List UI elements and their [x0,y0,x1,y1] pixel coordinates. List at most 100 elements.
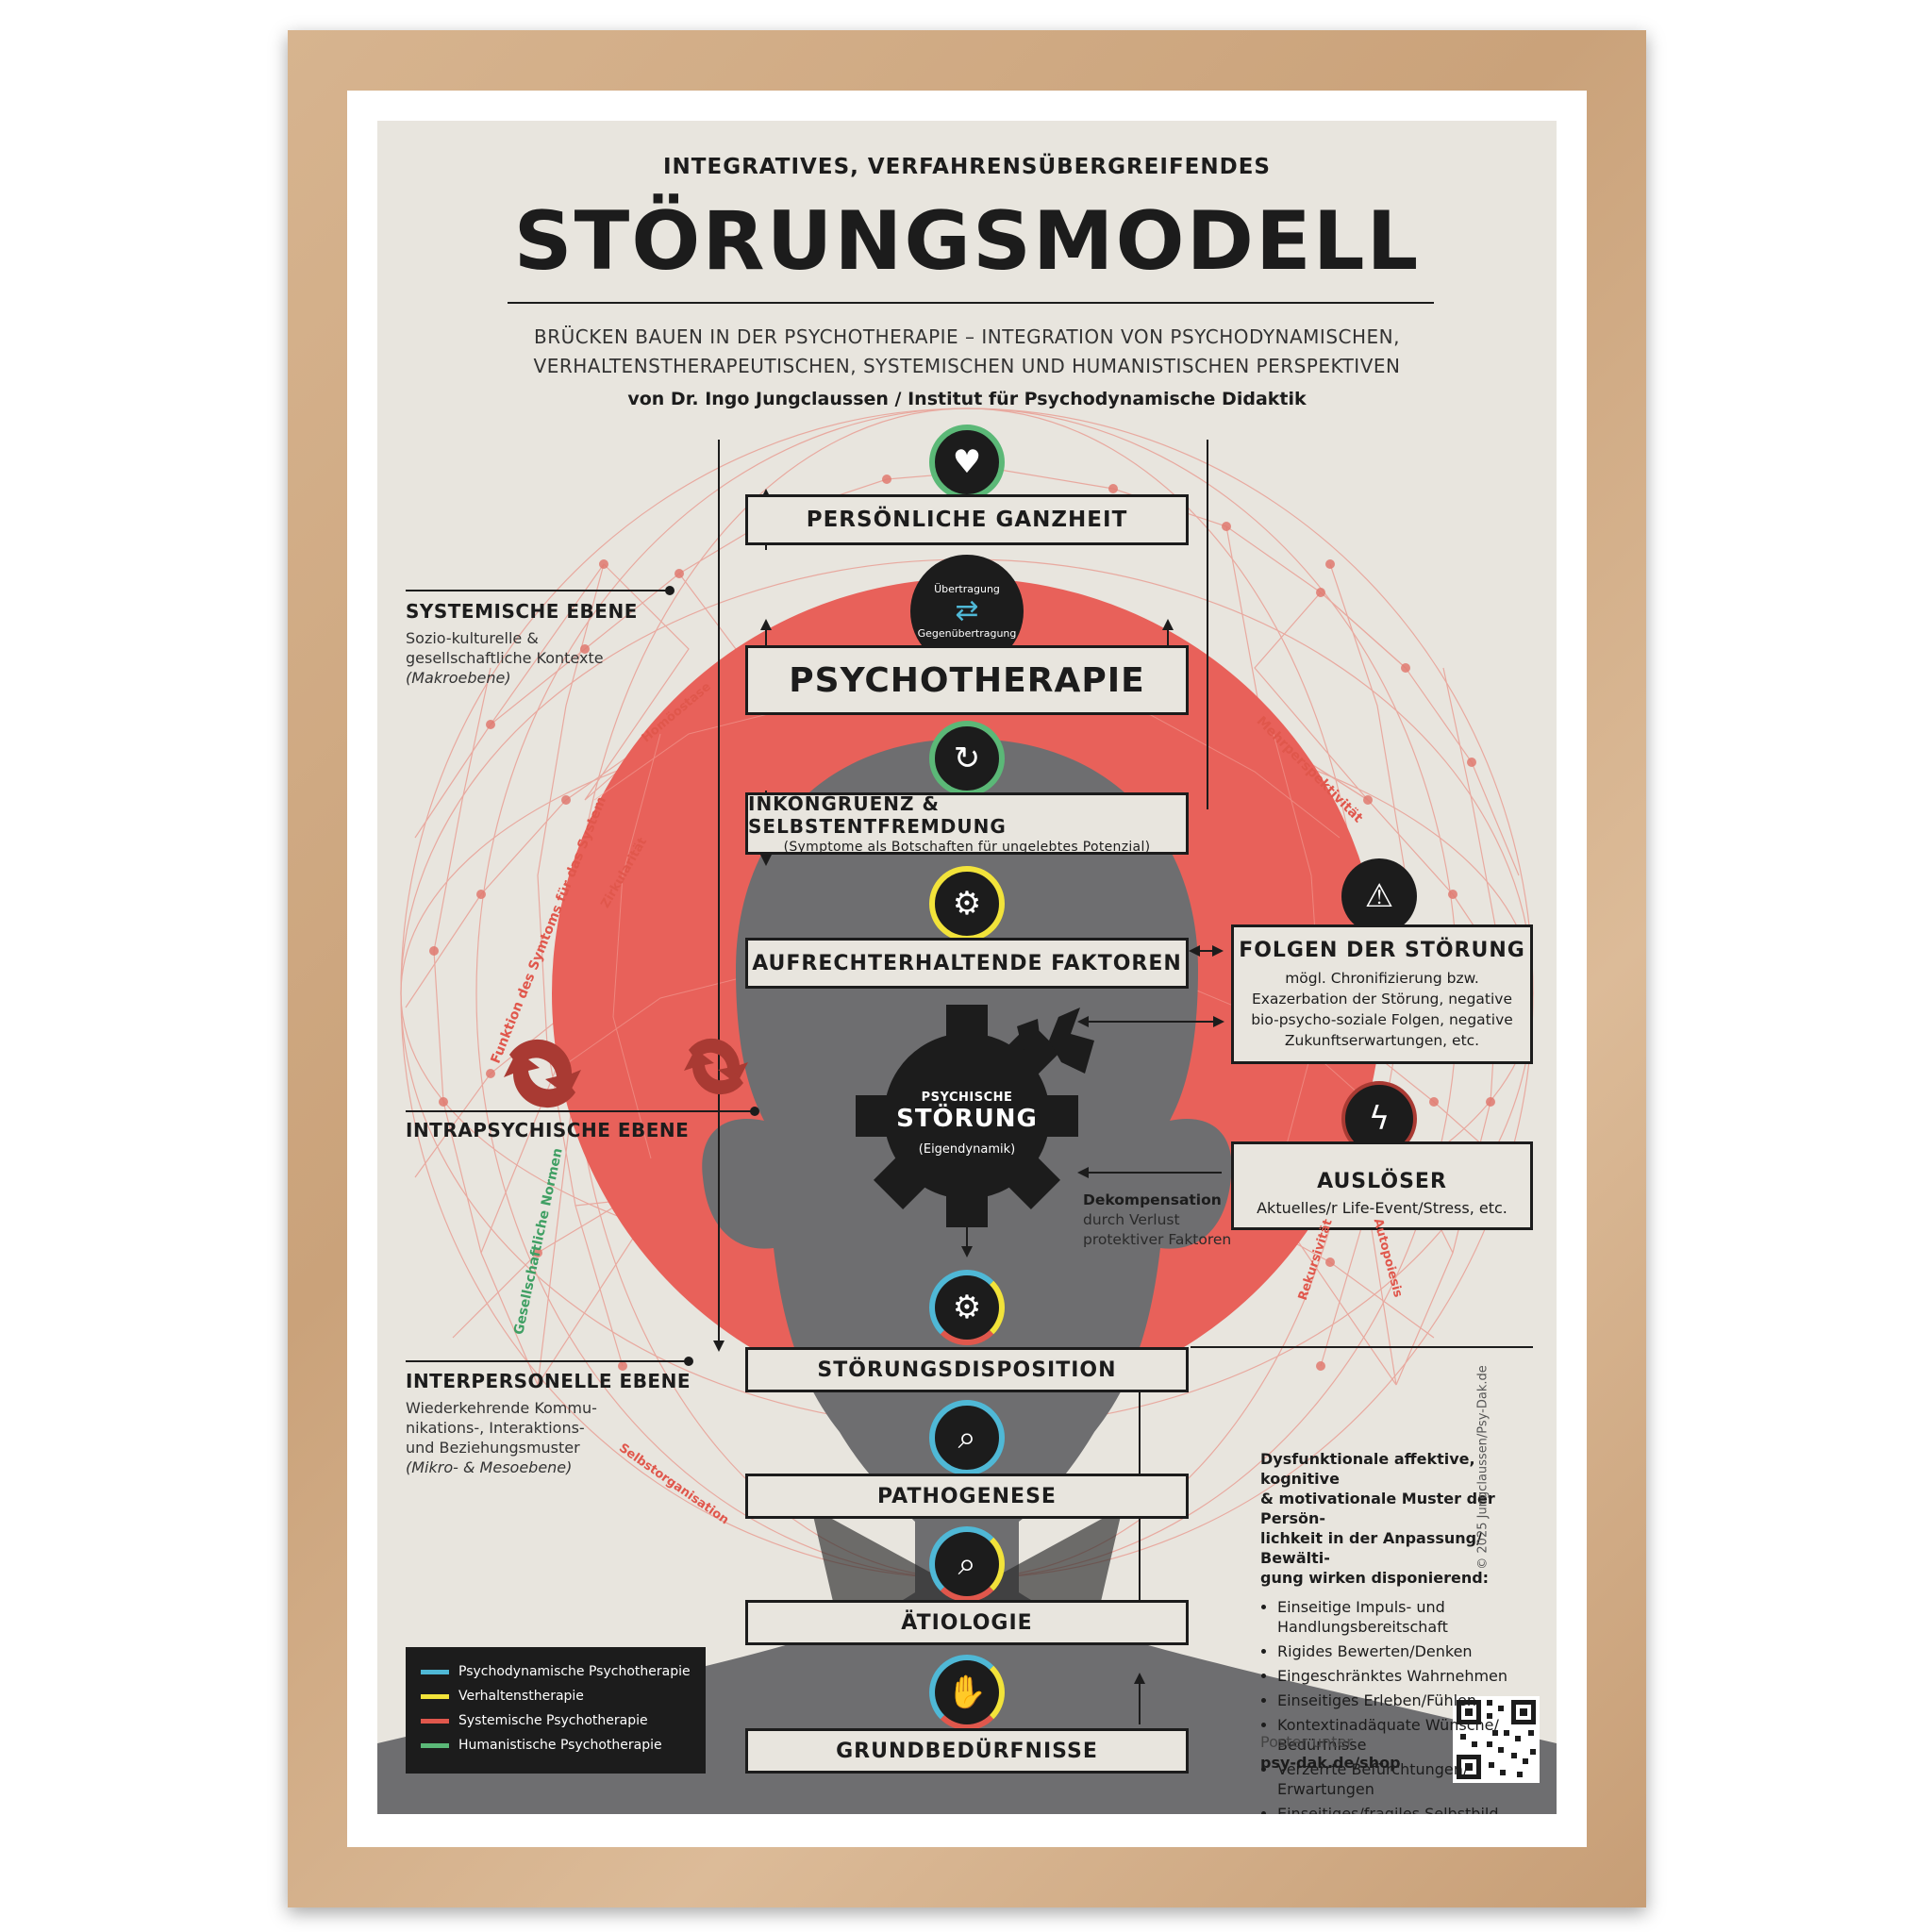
legend-swatch [421,1742,449,1748]
box-aufrechterhaltende-faktoren: AUFRECHTERHALTENDE FAKTOREN [745,938,1189,989]
box-aetiologie: ÄTIOLOGIE [745,1600,1189,1645]
legend-label: Humanistische Psychotherapie [458,1738,662,1753]
legend-item: Psychodynamische Psychotherapie [421,1664,691,1679]
dysfunktionale-muster: Dysfunktionale affektive, kognitive & mo… [1260,1449,1534,1814]
poster: INTEGRATIVES, VERFAHRENSÜBERGREIFENDES S… [377,121,1557,1814]
list-item: Einseitiges/fragiles Selbstbild [1277,1804,1534,1814]
warning-icon: ⚠ [1341,858,1417,934]
legend-item: Verhaltenstherapie [421,1689,584,1704]
box-sublabel: (Symptome als Botschaften für ungelebtes… [783,840,1151,855]
dysf-heading-3: lichkeit in der Anpassung/ Bewälti- [1260,1529,1482,1567]
box-psychotherapie: PSYCHOTHERAPIE [745,645,1189,715]
poster-kicker: INTEGRATIVES, VERFAHRENSÜBERGREIFENDES [663,155,1271,179]
box-label: PATHOGENESE [877,1484,1057,1508]
subtitle-line-2: VERHALTENSTHERAPEUTISCHEN, SYSTEMISCHEN … [533,355,1401,377]
gear-fragment-2 [1017,1019,1041,1050]
folgen-line-3: bio-psycho-soziale Folgen, negative [1251,1011,1513,1028]
transfer-bottom-label: Gegenübertragung [917,627,1017,640]
dysf-heading-2: & motivationale Muster der Persön- [1260,1490,1495,1527]
folgen-text: mögl. Chronifizierung bzw. Exazerbation … [1251,968,1513,1051]
list-item: Einseitige Impuls- und Handlungsbereitsc… [1277,1597,1534,1637]
box-label: ÄTIOLOGIE [901,1610,1033,1635]
poster-author: von Dr. Ingo Jungclaussen / Institut für… [627,389,1307,409]
gear-small-label: PSYCHISCHE [921,1091,1013,1105]
interpersonell-line-4: (Mikro- & Mesoebene) [406,1458,573,1476]
box-folgen-der-stoerung: FOLGEN DER STÖRUNG mögl. Chronifizierung… [1231,924,1533,1064]
legend-swatch [421,1693,449,1699]
gear-bolt-icon: ⚙ [929,1270,1005,1345]
folgen-line-1: mögl. Chronifizierung bzw. [1285,970,1479,987]
box-label: INKONGRUENZ & SELBSTENTFREMDUNG [748,792,1007,838]
poster-title: STÖRUNGSMODELL [513,194,1421,289]
legend-label: Verhaltenstherapie [458,1689,584,1704]
gear-big-label: STÖRUNG [896,1105,1038,1133]
hand-icon: ✋ [929,1655,1005,1730]
systemisch-line-2: gesellschaftliche Kontexte [406,649,604,667]
legend-label: Psychodynamische Psychotherapie [458,1664,691,1679]
box-label: STÖRUNGSDISPOSITION [817,1357,1117,1382]
list-item: Kontextinadäquate Wünsche/ Bedürfnisse [1277,1715,1534,1755]
box-persoenliche-ganzheit: PERSÖNLICHE GANZHEIT [745,494,1189,545]
gear-fragment-1 [1049,1008,1094,1074]
magnifier-bolt-icon: ⌕ [929,1526,1005,1602]
list-item: Einseitiges Erleben/Fühlen [1277,1690,1534,1710]
copyright: © 2025 Jungclaussen/Psy-Dak.de [1475,1365,1491,1570]
systemische-ebene: SYSTEMISCHE EBENE Sozio-kulturelle & ges… [406,600,638,688]
interpersonell-line-3: und Beziehungsmuster [406,1439,580,1457]
box-ausloeser: AUSLÖSER Aktuelles/r Life-Event/Stress, … [1231,1141,1533,1230]
poster-shop-note: Poster unter psy-dak.de/shop [1260,1732,1401,1774]
poster-subtitle: BRÜCKEN BAUEN IN DER PSYCHOTHERAPIE – IN… [377,323,1557,381]
dekompensation-note: Dekompensation durch Verlust protektiver… [1083,1191,1231,1250]
dekomp-title: Dekompensation [1083,1191,1222,1208]
folgen-line-2: Exazerbation der Störung, negative [1251,991,1513,1008]
box-label: PSYCHOTHERAPIE [789,660,1145,700]
connector-lines [406,440,1533,1724]
magnifier-gear-icon: ⌕ [929,1400,1005,1475]
systemisch-line-3: (Makroebene) [406,669,511,687]
dysf-list: Einseitige Impuls- und Handlungsbereitsc… [1260,1597,1534,1814]
list-item: Eingeschränktes Wahrnehmen [1277,1666,1534,1686]
gear-sub-label: (Eigendynamik) [918,1142,1016,1157]
folgen-title: FOLGEN DER STÖRUNG [1239,939,1525,962]
legend-label: Systemische Psychotherapie [458,1713,648,1728]
interpersonell-line-2: nikations-, Interaktions- [406,1419,585,1437]
cycle-icon: ↻ [929,721,1005,796]
list-item: Verzerrte Befürchtungen/ Erwartungen [1277,1759,1534,1799]
ausloeser-text: Aktuelles/r Life-Event/Stress, etc. [1257,1199,1507,1217]
dysf-heading-4: gung wirken disponierend: [1260,1569,1490,1587]
legend-swatch [421,1718,449,1724]
box-pathogenese: PATHOGENESE [745,1474,1189,1519]
intrapsychisch-title: INTRAPSYCHISCHE EBENE [406,1119,690,1141]
box-stoerungsdisposition: STÖRUNGSDISPOSITION [745,1347,1189,1392]
list-item: Rigides Bewerten/Denken [1277,1641,1534,1661]
legend-item: Humanistische Psychotherapie [421,1738,662,1753]
legend: Psychodynamische Psychotherapie Verhalte… [406,1647,706,1774]
dekomp-line-2: protektiver Faktoren [1083,1231,1232,1248]
heart-hands-icon: ♥ [929,425,1005,500]
dysf-heading-1: Dysfunktionale affektive, kognitive [1260,1450,1475,1488]
gear-label: PSYCHISCHE STÖRUNG (Eigendynamik) [887,1091,1047,1157]
shop-link[interactable]: psy-dak.de/shop [1260,1754,1401,1772]
ausloeser-title: AUSLÖSER [1317,1170,1447,1193]
box-grundbeduerfnisse: GRUNDBEDÜRFNISSE [745,1728,1189,1774]
box-label: GRUNDBEDÜRFNISSE [836,1739,1098,1763]
box-label: AUFRECHTERHALTENDE FAKTOREN [752,951,1182,975]
folgen-line-4: Zukunftserwartungen, etc. [1284,1032,1480,1049]
poster-line: Poster unter [1260,1733,1353,1751]
title-rule [508,302,1434,304]
legend-swatch [421,1669,449,1674]
box-inkongruenz: INKONGRUENZ & SELBSTENTFREMDUNG (Symptom… [745,792,1189,855]
interpersonelle-ebene: INTERPERSONELLE EBENE Wiederkehrende Kom… [406,1370,691,1477]
box-label: PERSÖNLICHE GANZHEIT [806,508,1128,532]
interpersonell-title: INTERPERSONELLE EBENE [406,1370,691,1392]
intrapsychische-ebene: INTRAPSYCHISCHE EBENE [406,1119,689,1141]
transfer-top-label: Übertragung [934,583,1000,595]
systemisch-title: SYSTEMISCHE EBENE [406,600,638,623]
dekomp-line-1: durch Verlust [1083,1211,1180,1228]
interpersonell-line-1: Wiederkehrende Kommu- [406,1399,597,1417]
cycle-arrows [504,1038,748,1108]
psychic-disorder-gear [856,1005,1078,1227]
subtitle-line-1: BRÜCKEN BAUEN IN DER PSYCHOTHERAPIE – IN… [534,325,1400,348]
gear-check-icon: ⚙ [929,866,1005,941]
legend-item: Systemische Psychotherapie [421,1713,648,1728]
